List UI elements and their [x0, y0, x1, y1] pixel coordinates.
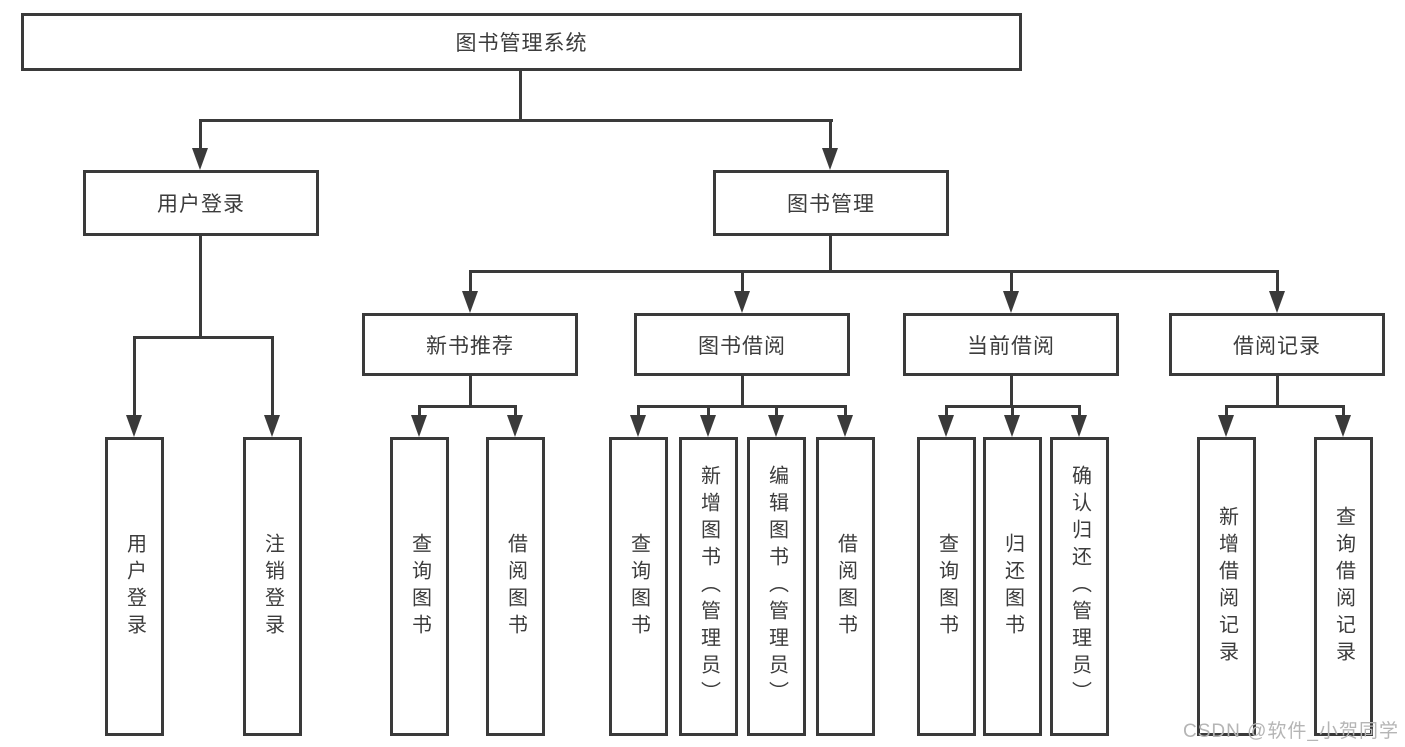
connector-line [1010, 270, 1013, 293]
leaf-query-books-recommend-label: 查询图书 [408, 532, 431, 641]
node-borrowing-records-label: 借阅记录 [1233, 334, 1321, 358]
connector-line [1342, 405, 1345, 417]
arrow-down-icon [126, 415, 142, 437]
node-book-management: 图书管理 [713, 170, 949, 236]
connector-line [775, 405, 778, 417]
leaf-add-books-admin-label: 新增图书（管理员） [697, 465, 720, 708]
node-user-login-label: 用户登录 [157, 193, 245, 216]
arrow-down-icon [822, 148, 838, 170]
leaf-borrow-books-recommend: 借阅图书 [486, 437, 545, 736]
leaf-user-login: 用户登录 [105, 437, 164, 736]
arrow-down-icon [837, 415, 853, 437]
connector-line [1225, 405, 1228, 417]
connector-line [199, 119, 833, 122]
connector-line [199, 236, 202, 338]
connector-line [1011, 405, 1014, 417]
leaf-query-books-borrowing: 查询图书 [609, 437, 668, 736]
arrow-down-icon [1071, 415, 1087, 437]
node-book-borrowing: 图书借阅 [634, 313, 850, 376]
leaf-add-borrow-record-label: 新增借阅记录 [1215, 505, 1238, 668]
arrow-down-icon [462, 291, 478, 313]
connector-line [741, 270, 744, 293]
connector-line [418, 405, 517, 408]
leaf-query-books-recommend: 查询图书 [390, 437, 449, 736]
connector-line [418, 405, 421, 417]
connector-line [637, 405, 640, 417]
leaf-edit-books-admin: 编辑图书（管理员） [747, 437, 806, 736]
node-root: 图书管理系统 [21, 13, 1022, 71]
leaf-query-books-borrowing-label: 查询图书 [627, 532, 650, 641]
arrow-down-icon [1003, 291, 1019, 313]
connector-line [1078, 405, 1081, 417]
leaf-query-borrow-record-label: 查询借阅记录 [1332, 505, 1355, 668]
node-user-login: 用户登录 [83, 170, 319, 236]
connector-line [1010, 376, 1013, 407]
connector-line [741, 376, 744, 407]
arrow-down-icon [734, 291, 750, 313]
arrow-down-icon [1335, 415, 1351, 437]
connector-line [829, 236, 832, 273]
connector-line [637, 405, 847, 408]
connector-line [1276, 376, 1279, 407]
connector-line [1276, 270, 1279, 293]
leaf-logout-label: 注销登录 [261, 532, 284, 641]
connector-line [1225, 405, 1344, 408]
connector-line [844, 405, 847, 417]
node-borrowing-records: 借阅记录 [1169, 313, 1385, 376]
leaf-edit-books-admin-label: 编辑图书（管理员） [765, 465, 788, 708]
arrow-down-icon [1218, 415, 1234, 437]
leaf-logout: 注销登录 [243, 437, 302, 736]
leaf-query-borrow-record: 查询借阅记录 [1314, 437, 1373, 736]
connector-line [469, 270, 472, 293]
connector-line [519, 70, 522, 120]
leaf-add-books-admin: 新增图书（管理员） [679, 437, 738, 736]
arrow-down-icon [1004, 415, 1020, 437]
leaf-borrow-books-borrowing: 借阅图书 [816, 437, 875, 736]
arrow-down-icon [700, 415, 716, 437]
leaf-return-books: 归还图书 [983, 437, 1042, 736]
leaf-confirm-return-admin-label: 确认归还（管理员） [1068, 465, 1091, 708]
node-current-borrowing: 当前借阅 [903, 313, 1119, 376]
connector-line [199, 119, 202, 150]
leaf-confirm-return-admin: 确认归还（管理员） [1050, 437, 1109, 736]
arrow-down-icon [411, 415, 427, 437]
arrow-down-icon [768, 415, 784, 437]
leaf-borrow-books-recommend-label: 借阅图书 [504, 532, 527, 641]
connector-line [469, 376, 472, 407]
node-current-borrowing-label: 当前借阅 [967, 334, 1055, 358]
node-book-borrowing-label: 图书借阅 [698, 334, 786, 358]
connector-line [514, 405, 517, 417]
leaf-query-books-current-label: 查询图书 [935, 532, 958, 641]
node-root-label: 图书管理系统 [455, 32, 588, 55]
connector-line [271, 336, 274, 417]
leaf-return-books-label: 归还图书 [1001, 532, 1024, 641]
leaf-query-books-current: 查询图书 [917, 437, 976, 736]
leaf-add-borrow-record: 新增借阅记录 [1197, 437, 1256, 736]
watermark: CSDN @软件_小贺同学 [1183, 721, 1399, 742]
arrow-down-icon [630, 415, 646, 437]
arrow-down-icon [192, 148, 208, 170]
arrow-down-icon [507, 415, 523, 437]
connector-line [829, 119, 832, 150]
leaf-borrow-books-borrowing-label: 借阅图书 [834, 532, 857, 641]
node-book-management-label: 图书管理 [787, 193, 875, 216]
leaf-user-login-label: 用户登录 [123, 532, 146, 641]
node-new-book-recommendation-label: 新书推荐 [426, 334, 514, 358]
arrow-down-icon [1269, 291, 1285, 313]
node-new-book-recommendation: 新书推荐 [362, 313, 578, 376]
arrow-down-icon [938, 415, 954, 437]
connector-line [133, 336, 136, 417]
connector-line [945, 405, 948, 417]
connector-line [707, 405, 710, 417]
connector-line [133, 336, 274, 339]
arrow-down-icon [264, 415, 280, 437]
connector-line [469, 270, 1279, 273]
